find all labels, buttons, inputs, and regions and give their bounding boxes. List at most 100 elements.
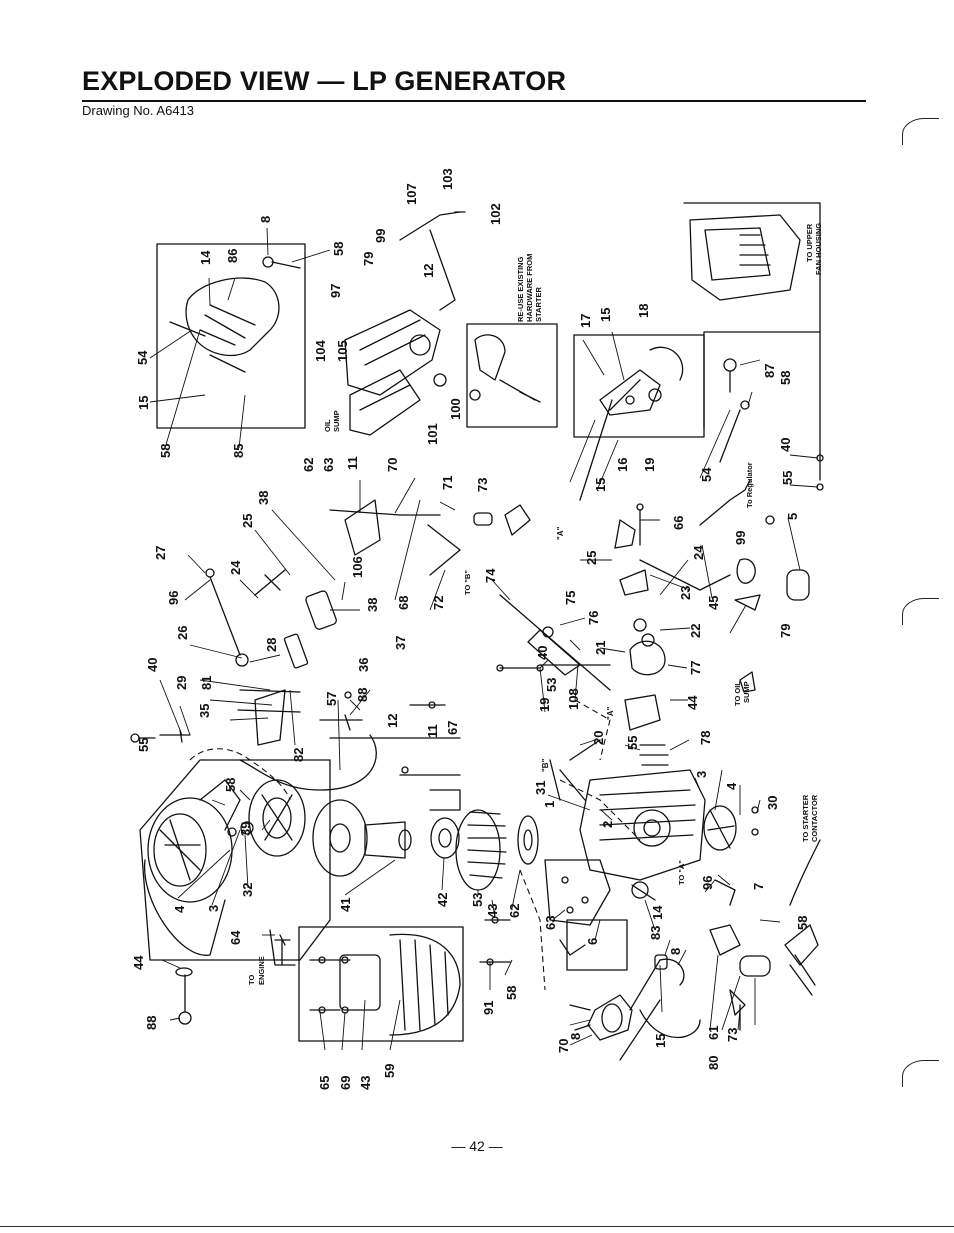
part-callout: 63: [321, 458, 336, 472]
part-callout: 22: [688, 624, 703, 638]
part-callout: 91: [481, 1001, 496, 1015]
part-callout: 5: [785, 513, 800, 520]
part-callout: 62: [301, 458, 316, 472]
part-callout: 102: [488, 203, 503, 225]
part-callout: 3: [694, 771, 709, 778]
part-callout: 59: [382, 1064, 397, 1078]
part-callout: 58: [778, 371, 793, 385]
note-to-oil-sump-2: SUMP: [742, 681, 751, 703]
note-to-regulator: To Regulator: [745, 462, 754, 508]
note-to-engine-2: ENGINE: [257, 956, 266, 985]
note-mark-b: "B": [541, 758, 550, 772]
part-callout: 101: [425, 423, 440, 445]
starter-motor: [587, 994, 633, 1041]
part-callout: 40: [778, 438, 793, 452]
part-callout: 74: [483, 568, 498, 583]
inset-frame-bracket: [566, 919, 628, 971]
part-callout: 57: [324, 692, 339, 706]
part-callout: 37: [393, 636, 408, 650]
part-callout: 58: [158, 444, 173, 458]
part-callout: 44: [685, 695, 700, 710]
part-callout: 79: [778, 624, 793, 638]
part-callout: 21: [593, 641, 608, 655]
rotor: [312, 799, 368, 877]
note-to-starter-contactor-2: CONTACTOR: [810, 794, 819, 842]
part-callout: 70: [385, 458, 400, 472]
part-callout: 15: [598, 308, 613, 322]
part-callout: 87: [762, 364, 777, 378]
part-callout: 100: [448, 398, 463, 420]
note-to-a: TO "A": [677, 860, 686, 885]
note-to-oil-sump-1: TO OIL: [733, 681, 742, 706]
note-to-starter-contactor-1: TO STARTER: [801, 794, 810, 842]
note-to-b: TO "B": [463, 570, 472, 595]
part-callout: 88: [355, 688, 370, 702]
part-callout: 75: [563, 591, 578, 605]
page-number: — 42 —: [451, 1138, 503, 1154]
part-callout: 25: [584, 551, 599, 565]
inset-frame-top-right: [573, 334, 705, 438]
note-reuse-hardware-1: RE-USE EXISTING: [516, 256, 525, 322]
part-callout: 67: [445, 721, 460, 735]
part-callout: 24: [228, 560, 243, 575]
part-callout: 85: [231, 444, 246, 458]
part-callout: 31: [533, 781, 548, 795]
part-callout: 28: [264, 638, 279, 652]
part-callout: 17: [578, 314, 593, 328]
note-mark-a: "A": [556, 526, 565, 540]
part-callout: 78: [698, 731, 713, 745]
part-callout: 58: [223, 778, 238, 792]
part-callout: 38: [256, 491, 271, 505]
engine-sketch: [689, 214, 801, 301]
part-callout: 61: [706, 1026, 721, 1040]
inset-frame-right: [683, 202, 821, 429]
part-callout: 11: [425, 724, 440, 738]
part-callout: 42: [435, 893, 450, 907]
part-callout: 83: [648, 926, 663, 940]
part-callout: 20: [591, 731, 606, 745]
note-reuse-hardware-3: STARTER: [534, 287, 543, 322]
engine-block: [579, 769, 706, 881]
part-callout: 43: [358, 1076, 373, 1090]
part-callout: 32: [240, 883, 255, 897]
part-callout: 15: [593, 478, 608, 492]
part-callout: 81: [199, 676, 214, 690]
inset-frame-bottom: [298, 926, 464, 1042]
part-callout: 104: [313, 340, 328, 362]
part-callout: 41: [338, 898, 353, 912]
inset-frame-top-left: [156, 243, 306, 429]
part-callout: 19: [537, 698, 552, 712]
part-callout: 2: [600, 821, 615, 828]
bottom-rule: [0, 1226, 954, 1227]
part-callout: 65: [317, 1076, 332, 1090]
fan-housing: [147, 797, 233, 903]
part-callout: 6: [585, 938, 600, 945]
part-callout: 44: [131, 955, 146, 970]
part-callout: 53: [544, 678, 559, 692]
part-callout: 73: [725, 1028, 740, 1042]
part-callout: 106: [350, 556, 365, 578]
part-callout: 14: [198, 250, 213, 265]
mounting-bracket: [544, 859, 611, 926]
part-callout: 12: [385, 714, 400, 728]
part-callout: 3: [206, 905, 221, 912]
note-mark-a2: "A": [606, 706, 615, 720]
part-callout: 8: [258, 216, 273, 223]
note-to-engine-1: TO: [247, 975, 256, 985]
punch-hole-mark: [902, 118, 939, 145]
part-callout: 8: [568, 1033, 583, 1040]
part-callout: 1: [542, 801, 557, 808]
note-to-upper-fan-housing-2: FAN HOUSING: [814, 223, 823, 275]
part-callout: 15: [653, 1034, 668, 1048]
part-callout: 4: [724, 782, 739, 790]
part-callout: 54: [699, 467, 714, 482]
part-callout: 86: [225, 249, 240, 263]
part-callout: 76: [586, 611, 601, 625]
part-callout: 107: [404, 183, 419, 205]
part-callout: 73: [475, 478, 490, 492]
part-callout: 40: [145, 658, 160, 672]
part-callout: 64: [228, 930, 243, 945]
part-callout: 70: [556, 1039, 571, 1053]
part-callout: 58: [504, 986, 519, 1000]
